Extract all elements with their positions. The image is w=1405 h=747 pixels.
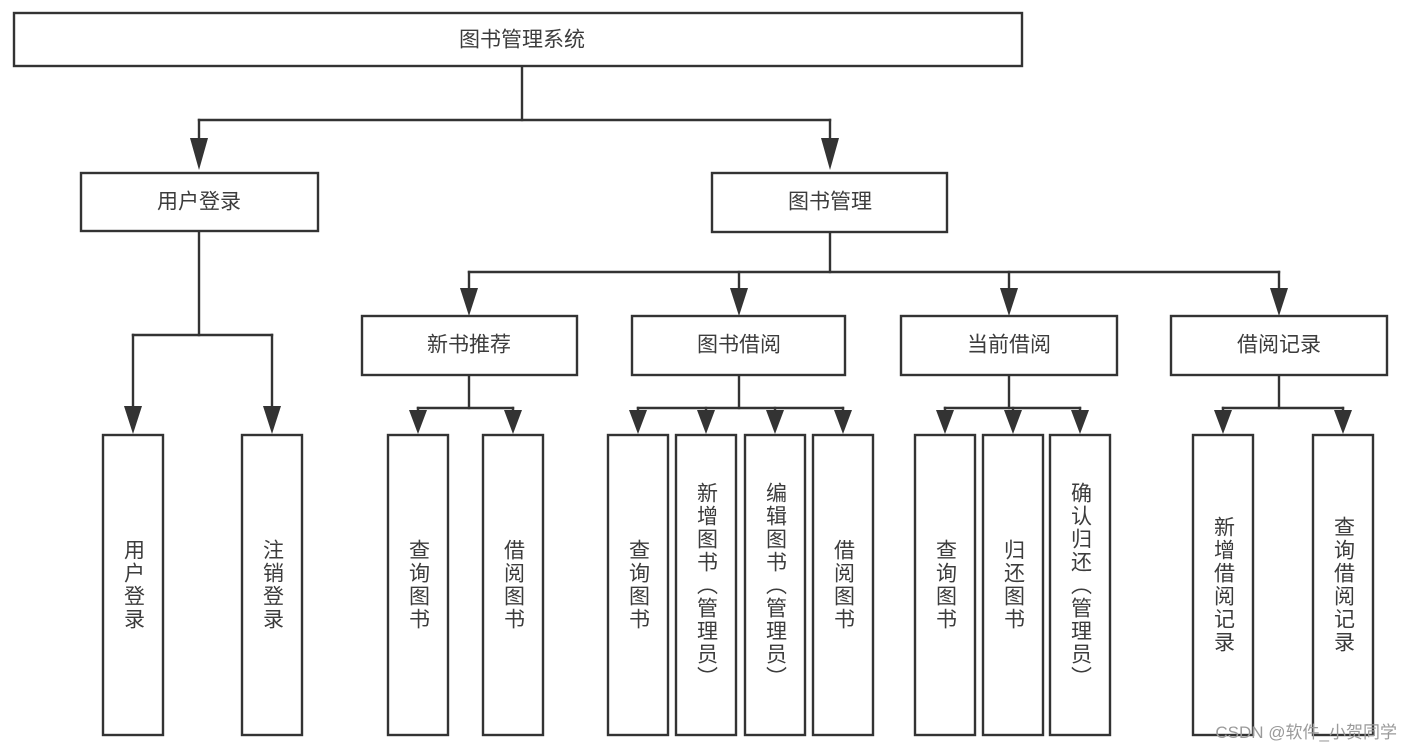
node-root-label: 图书管理系统 — [459, 29, 585, 52]
arrow-head-leaf-bookborrow-3 — [766, 410, 784, 434]
arrow-head-userlogin — [190, 138, 208, 170]
node-current-borrow[interactable] — [899, 314, 1119, 377]
node-book-borrow[interactable] — [630, 314, 847, 377]
arrow-head-newbook — [460, 288, 478, 316]
arrow-head-leaf-newbook-2 — [504, 410, 522, 434]
arrow-head-leaf-currentborrow-1 — [936, 410, 954, 434]
arrow-head-leaf-bookborrow-2 — [697, 410, 715, 434]
arrow-head-bookmgmt — [821, 138, 839, 170]
connector-layer — [124, 64, 1352, 434]
leaf-book-borrow-3[interactable] — [743, 433, 807, 737]
node-user-login[interactable] — [79, 171, 320, 233]
arrow-head-leaf-borrowrecord-1 — [1214, 410, 1232, 434]
node-new-book-recommend-label: 新书推荐 — [427, 334, 511, 357]
node-layer: 图书管理系统 用户登录 图书管理 新书推荐 图书借阅 当前借阅 借阅记录 — [12, 11, 1389, 737]
leaf-current-borrow-3[interactable] — [1048, 433, 1112, 737]
arrow-head-leaf-borrowrecord-2 — [1334, 410, 1352, 434]
node-user-login-label: 用户登录 — [157, 191, 241, 214]
watermark: CSDN @软件_小贺同学 — [1215, 723, 1397, 742]
node-root[interactable] — [12, 11, 1024, 68]
arrow-head-leaf-currentborrow-2 — [1004, 410, 1022, 434]
node-book-borrow-label: 图书借阅 — [697, 334, 781, 357]
leaf-new-book-1[interactable] — [386, 433, 450, 737]
arrow-head-currentborrow — [1000, 288, 1018, 316]
leaf-current-borrow-1[interactable] — [913, 433, 977, 737]
leaf-borrow-record-1[interactable] — [1191, 433, 1255, 737]
node-borrow-record[interactable] — [1169, 314, 1389, 377]
arrow-head-leaf-bookborrow-4 — [834, 410, 852, 434]
arrow-head-bookborrow — [730, 288, 748, 316]
leaf-current-borrow-2[interactable] — [981, 433, 1045, 737]
leaf-new-book-2[interactable] — [481, 433, 545, 737]
leaf-book-borrow-4[interactable] — [811, 433, 875, 737]
arrow-head-leaf-bookborrow-1 — [629, 410, 647, 434]
leaf-user-login-1[interactable] — [101, 433, 165, 737]
node-borrow-record-label: 借阅记录 — [1237, 334, 1321, 357]
leaf-user-login-2[interactable] — [240, 433, 304, 737]
leaf-book-borrow-2[interactable] — [674, 433, 738, 737]
arrow-head-leaf-userlogin-2 — [263, 406, 281, 434]
arrow-head-leaf-currentborrow-3 — [1071, 410, 1089, 434]
arrow-head-borrowrecord — [1270, 288, 1288, 316]
leaf-borrow-record-2[interactable] — [1311, 433, 1375, 737]
arrow-head-leaf-newbook-1 — [409, 410, 427, 434]
node-book-management-label: 图书管理 — [788, 191, 872, 214]
node-current-borrow-label: 当前借阅 — [967, 334, 1051, 357]
leaf-book-borrow-1[interactable] — [606, 433, 670, 737]
node-book-management[interactable] — [710, 171, 949, 234]
node-new-book-recommend[interactable] — [360, 314, 579, 377]
arrow-head-leaf-userlogin-1 — [124, 406, 142, 434]
